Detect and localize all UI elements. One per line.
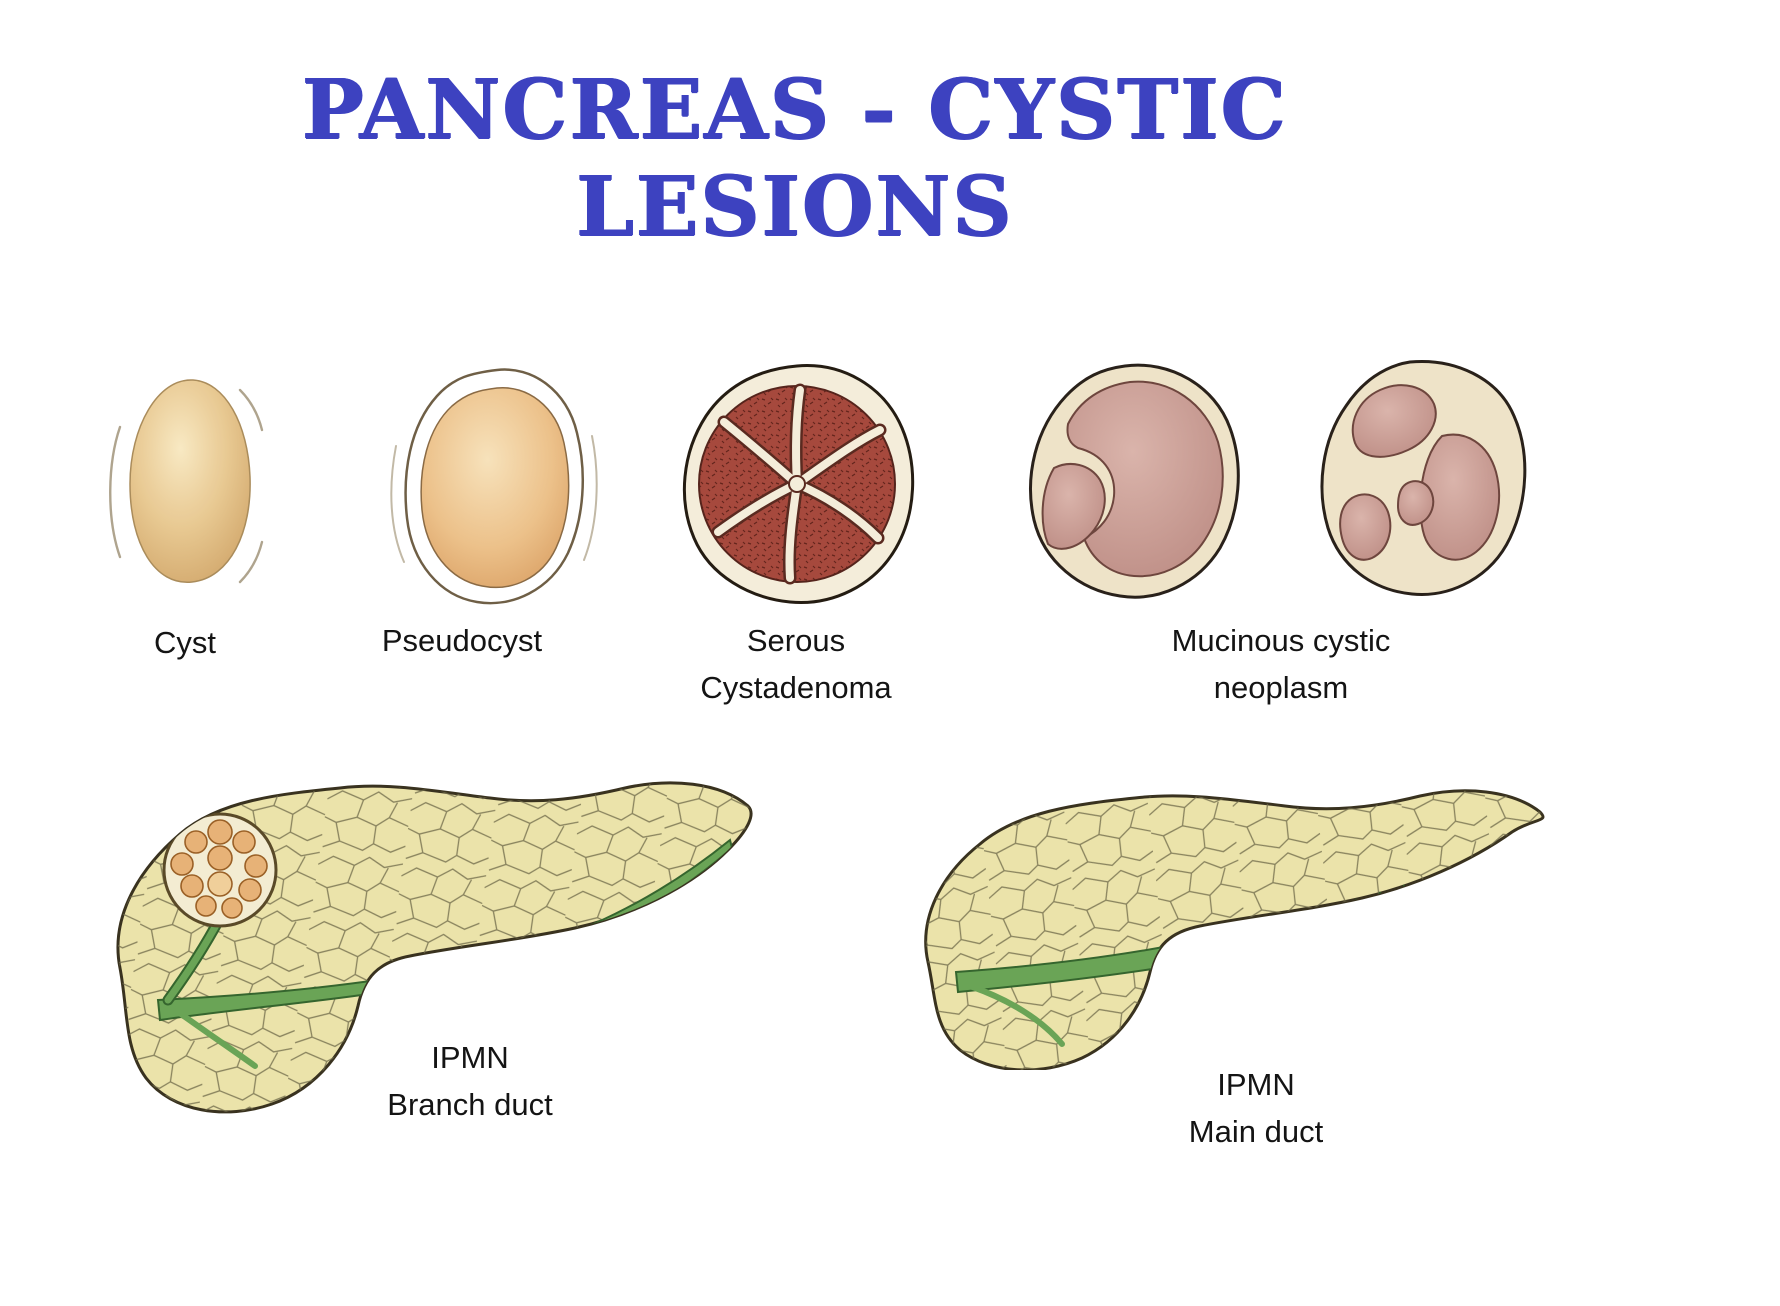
ipmn-branch-duct-illustration [116,781,753,1114]
caption-ipmn-branch-line1: IPMN [431,1040,509,1075]
branch-duct-cyst-cluster [170,819,268,919]
caption-ipmn-branch-line2: Branch duct [387,1086,553,1122]
caption-serous-line2: Cystadenoma [700,669,892,705]
caption-ipmn-main-duct: IPMN Main duct [1086,1062,1426,1155]
page-title-line1: PANCREAS - CYSTIC [302,62,1288,158]
caption-ipmn-branch-duct: IPMN Branch duct [300,1035,640,1128]
ipmn-main-duct-illustration [924,789,1545,1070]
mucinous-left-large-locule [1066,380,1224,578]
caption-pseudocyst: Pseudocyst [292,618,632,665]
page-title: PANCREAS - CYSTIC LESIONS [5,62,1585,256]
page-title-line2: LESIONS [576,158,1014,255]
caption-mucinous-line2: neoplasm [1213,669,1349,705]
pseudocyst-wall [404,368,584,605]
caption-serous-cystadenoma: Serous Cystadenoma [626,618,966,711]
caption-cyst: Cyst [15,620,355,667]
mucinous-right-locules [1339,384,1500,561]
caption-mucinous: Mucinous cystic neoplasm [1111,618,1451,711]
cyst-illustration [109,379,264,584]
caption-pseudocyst-line1: Pseudocyst [381,623,543,658]
cyst-accent-marks [109,388,264,584]
cyst-body [129,379,251,583]
serous-central-scar [788,475,806,493]
duct-branch-down [967,983,1065,1047]
serous-cystadenoma-illustration [682,364,915,605]
pseudocyst-body [420,387,570,588]
caption-ipmn-main-line1: IPMN [1217,1067,1295,1102]
mucinous-cystic-neoplasm-illustration [1029,359,1527,599]
mucinous-left-small-locule [1041,463,1106,550]
caption-ipmn-main-line2: Main duct [1188,1113,1324,1149]
pseudocyst-accent-marks [390,435,598,563]
caption-cyst-line1: Cyst [154,625,216,660]
pancreas-lobulation [925,790,1544,1070]
serous-septa [714,386,884,582]
duct-branch-down [167,1003,258,1069]
caption-serous-line1: Serous [746,623,846,658]
caption-mucinous-line1: Mucinous cystic [1171,623,1391,658]
pseudocyst-illustration [390,368,598,605]
